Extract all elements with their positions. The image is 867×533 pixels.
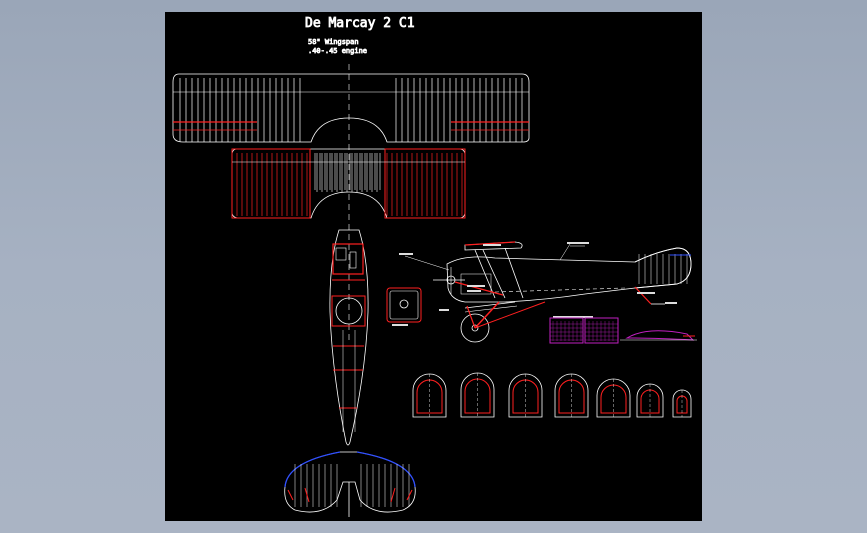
former-2: [460, 372, 495, 418]
former-4: [554, 373, 589, 418]
former-5: [596, 378, 631, 418]
spec-wingspan: 58" Wingspan: [308, 38, 359, 46]
firewall-detail: [386, 287, 422, 323]
cad-viewport[interactable]: De Marcay 2 C1 58" Wingspan .40-.45 engi…: [165, 12, 702, 521]
callout-annotations: [392, 242, 677, 326]
upper-wing-plan: [172, 73, 530, 143]
former-1: [412, 373, 447, 418]
parts-sheet: [549, 317, 619, 344]
blueprint-drawing: De Marcay 2 C1 58" Wingspan .40-.45 engi…: [172, 16, 697, 517]
lower-wing-plan: [231, 148, 466, 219]
spec-engine: .40-.45 engine: [308, 47, 367, 55]
former-6: [636, 383, 664, 418]
former-profiles: [412, 372, 692, 418]
former-3: [508, 373, 543, 418]
airfoil-section: [620, 330, 697, 341]
tailplane-plan: [284, 451, 416, 517]
former-7: [672, 389, 692, 418]
fuselage-side-view: [404, 241, 692, 343]
fuselage-top-view: [329, 229, 369, 446]
drawing-title: De Marcay 2 C1: [305, 16, 415, 31]
